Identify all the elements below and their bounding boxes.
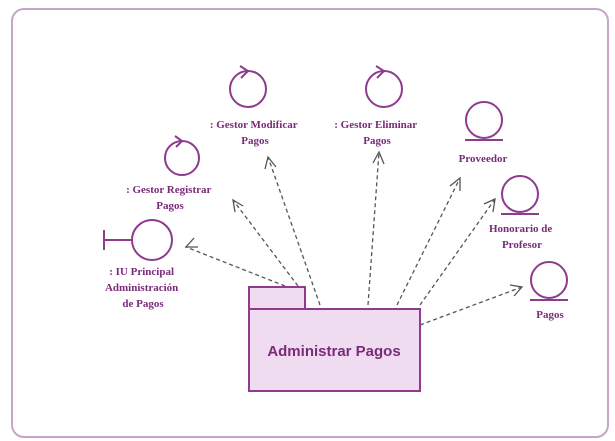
control-gestor-registrar: : Gestor Registrar Pagos bbox=[126, 135, 214, 212]
boundary-icon bbox=[131, 219, 173, 261]
entity-honorario: Honorario de Profesor bbox=[489, 175, 555, 251]
boundary-iu-principal: : IU Principal Administración de Pagos bbox=[103, 219, 181, 310]
control-arrow-icon bbox=[174, 135, 184, 148]
control-arrow-icon bbox=[375, 65, 386, 79]
label-pagos: Pagos bbox=[536, 309, 564, 321]
arrow-to-registrar bbox=[232, 198, 299, 287]
package-title: Administrar Pagos bbox=[267, 343, 400, 360]
label-gestor-registrar: : Gestor Registrar Pagos bbox=[126, 184, 214, 212]
control-gestor-eliminar: : Gestor Eliminar Pagos bbox=[334, 65, 419, 147]
control-icon bbox=[365, 70, 403, 108]
label-honorario: Honorario de Profesor bbox=[489, 223, 555, 251]
arrow-to-honorario bbox=[419, 197, 496, 306]
control-arrow-icon bbox=[239, 65, 250, 79]
control-icon bbox=[164, 140, 200, 176]
arrow-to-pagos bbox=[419, 284, 524, 326]
label-gestor-modificar: : Gestor Modificar Pagos bbox=[210, 119, 300, 147]
diagram-frame bbox=[11, 8, 609, 438]
label-gestor-eliminar: : Gestor Eliminar Pagos bbox=[334, 119, 419, 147]
arrow-to-proveedor bbox=[396, 176, 461, 306]
entity-icon bbox=[530, 261, 568, 299]
entity-icon bbox=[501, 175, 539, 213]
entity-icon bbox=[465, 101, 503, 139]
arrow-to-modificar bbox=[264, 155, 321, 306]
entity-proveedor: Proveedor bbox=[459, 101, 508, 165]
label-iu-principal: : IU Principal Administración de Pagos bbox=[105, 266, 181, 310]
label-proveedor: Proveedor bbox=[459, 153, 508, 165]
package-body bbox=[248, 308, 421, 392]
package-administrar-pagos: Administrar Pagos bbox=[248, 286, 421, 392]
control-gestor-modificar: : Gestor Modificar Pagos bbox=[210, 65, 300, 147]
package-tab bbox=[248, 286, 306, 310]
control-icon bbox=[229, 70, 267, 108]
arrow-to-eliminar bbox=[367, 150, 385, 306]
arrow-to-iu bbox=[184, 237, 286, 287]
dependency-arrows bbox=[184, 150, 524, 326]
entity-pagos: Pagos bbox=[530, 261, 568, 321]
